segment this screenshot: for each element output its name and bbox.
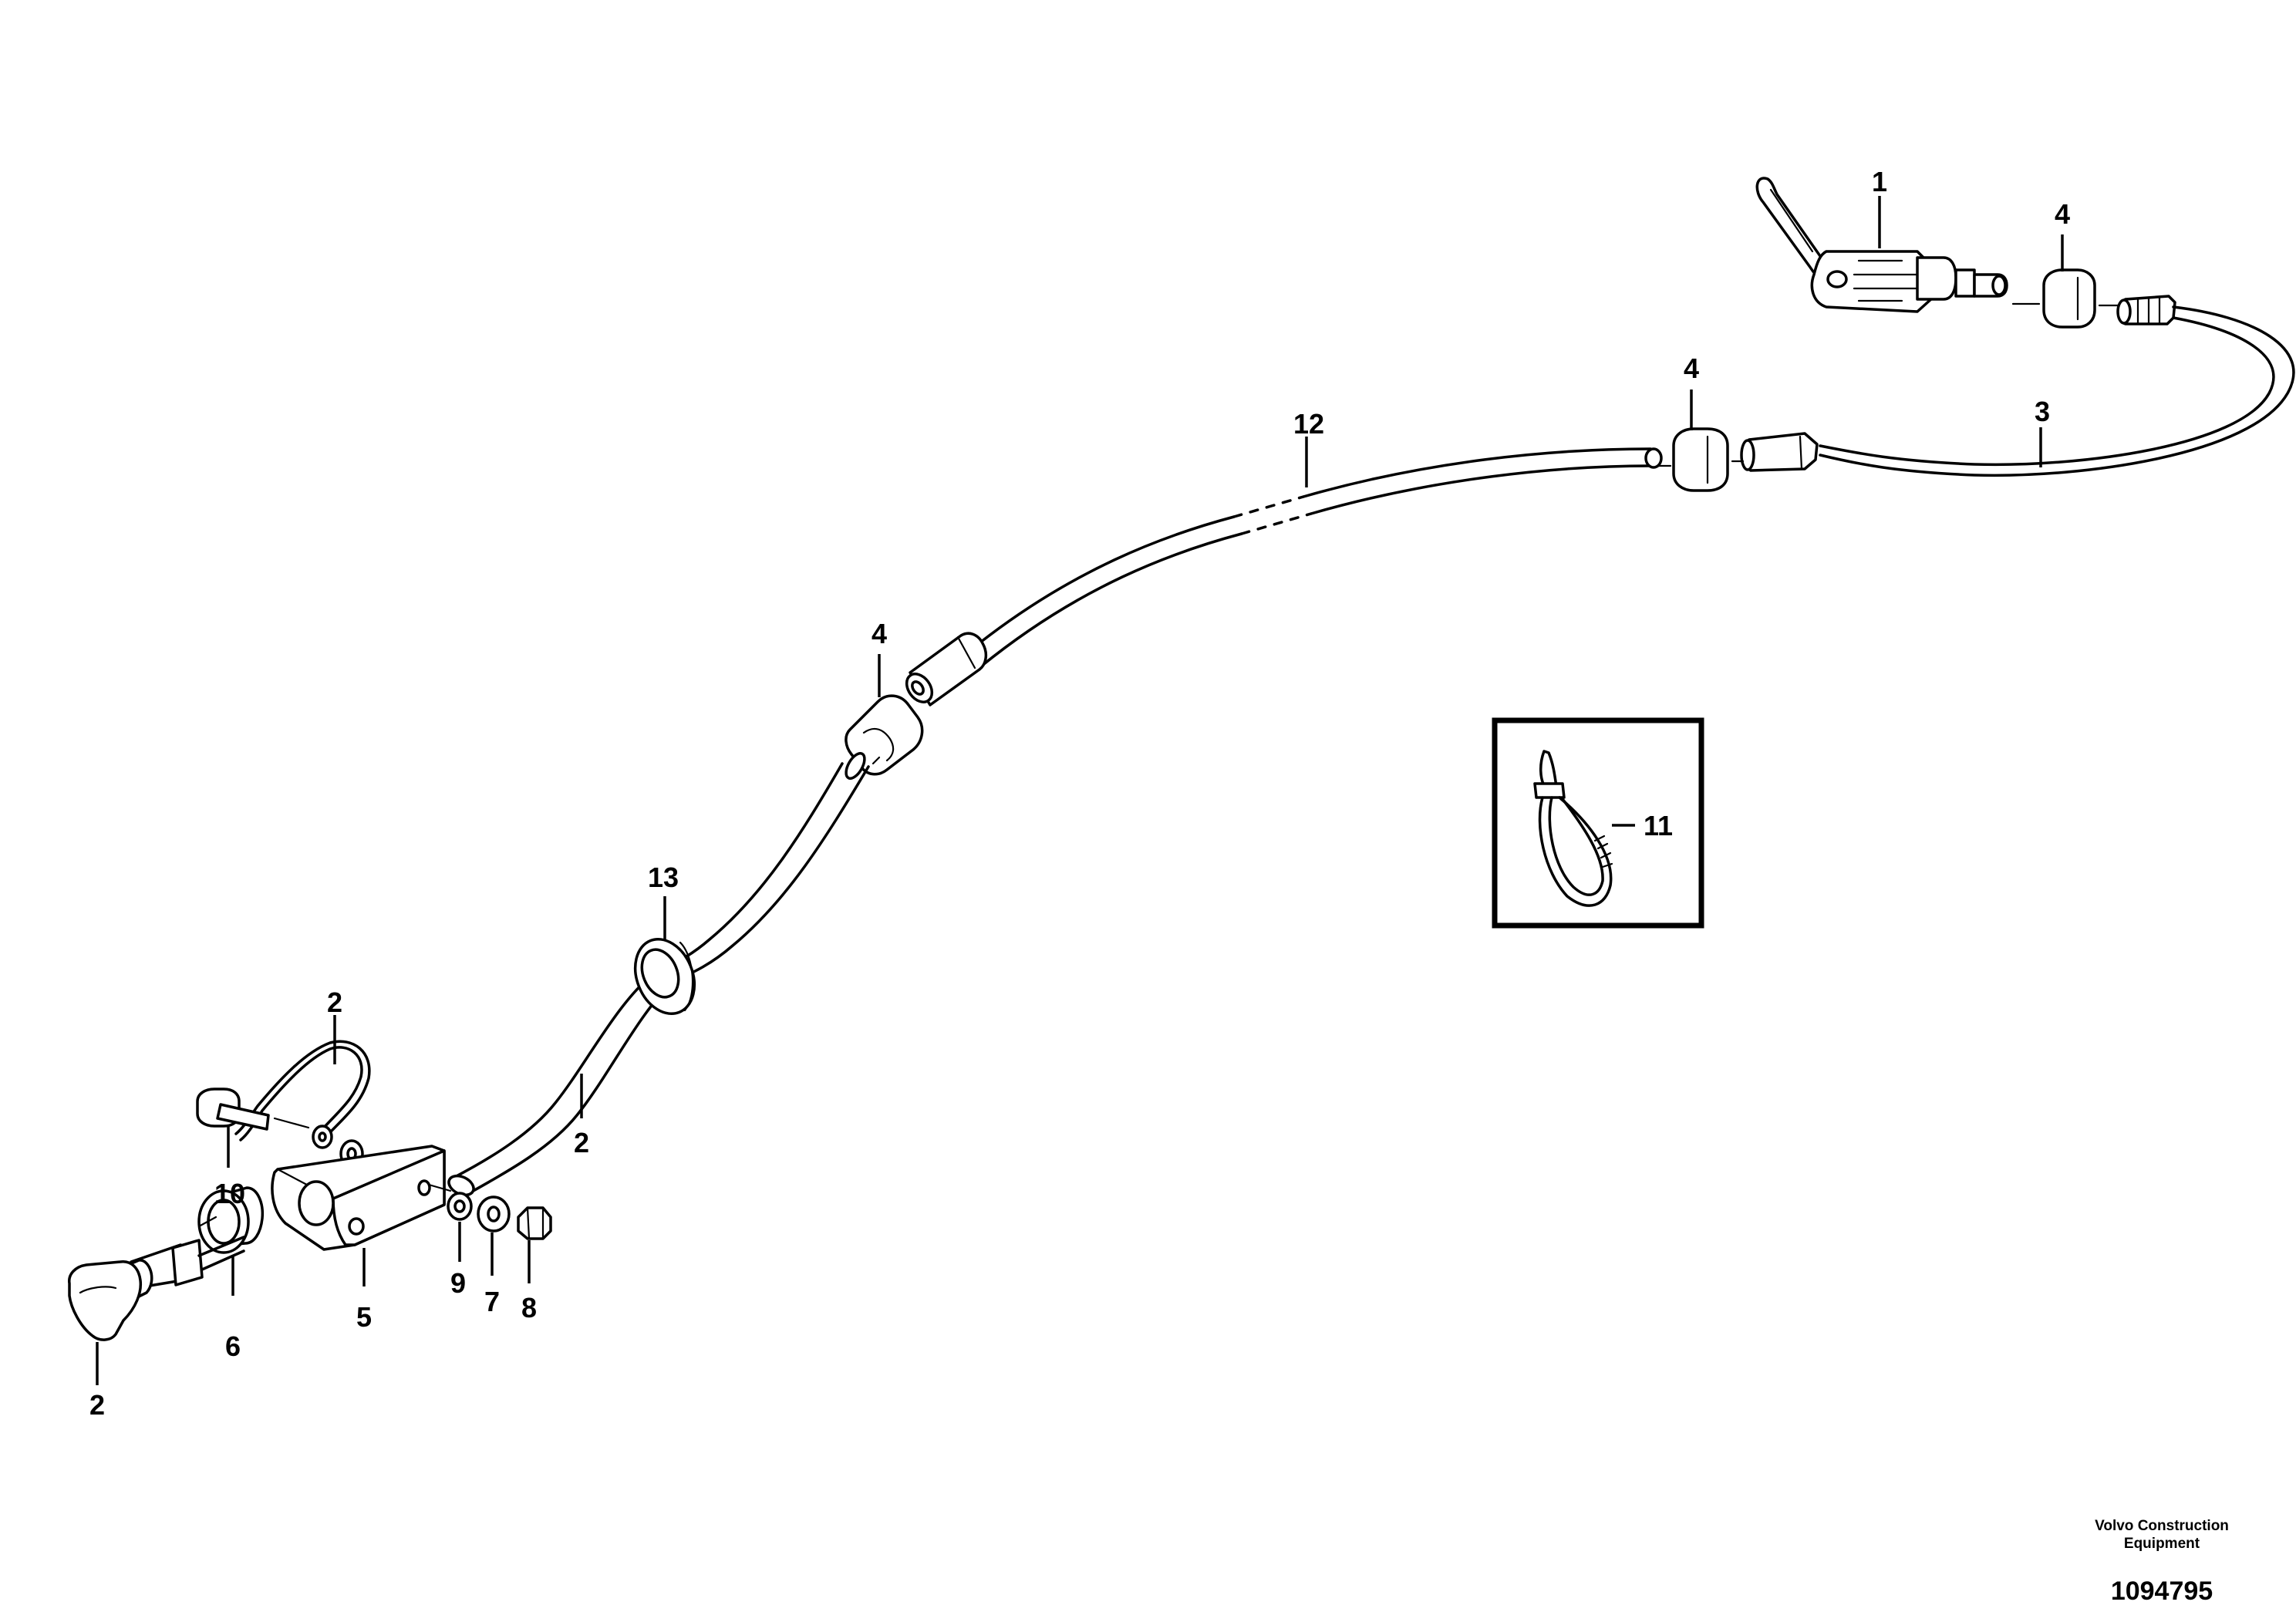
callout-13: 13 — [648, 862, 679, 893]
part-4-clip-top — [2011, 268, 2124, 329]
part-4-clip-mid — [1657, 427, 1745, 492]
drawing-number: 1094795 — [2110, 1576, 2213, 1606]
parts-9-7-8-hardware — [427, 1183, 552, 1240]
callout-1: 1 — [1872, 166, 1887, 197]
callout-2-top: 2 — [327, 986, 342, 1018]
callout-8: 8 — [521, 1292, 537, 1324]
part-2-knob — [68, 1236, 245, 1341]
part-10-bolt — [196, 1088, 310, 1131]
company-name-line1: Volvo Construction — [2095, 1518, 2229, 1534]
callout-7: 7 — [484, 1286, 500, 1317]
part-4-clip-left — [845, 694, 924, 776]
callout-2-bottom: 2 — [89, 1389, 105, 1421]
callout-4-mid: 4 — [1684, 352, 1699, 384]
callout-10: 10 — [214, 1178, 245, 1209]
part-6-bushing — [197, 1186, 265, 1254]
callout-4-top: 4 — [2055, 198, 2070, 230]
callout-numbers: 1 4 4 4 12 3 11 13 2 2 2 10 5 6 9 7 8 — [89, 166, 2070, 1421]
part-5-bracket — [271, 1145, 446, 1251]
part-12-cable — [905, 447, 1663, 706]
callout-4-left: 4 — [872, 618, 887, 649]
callout-2-mid: 2 — [574, 1127, 589, 1158]
callout-9: 9 — [450, 1267, 466, 1299]
part-3-cable — [1740, 295, 2295, 477]
leader-lines — [96, 196, 2064, 1385]
callout-11: 11 — [1644, 810, 1673, 841]
part-11-cable-tie-inset — [1492, 717, 1704, 929]
callout-3: 3 — [2035, 396, 2050, 427]
part-8-nut — [517, 1206, 552, 1240]
company-name-line2: Equipment — [2123, 1536, 2200, 1552]
part-2-cable — [447, 752, 870, 1197]
part-1-handle — [1755, 177, 2008, 313]
callout-5: 5 — [356, 1301, 372, 1333]
part-13-grommet — [633, 937, 696, 1016]
callout-12: 12 — [1293, 408, 1324, 440]
company-name: Volvo Construction Equipment — [2077, 1517, 2247, 1553]
callout-6: 6 — [225, 1330, 241, 1362]
